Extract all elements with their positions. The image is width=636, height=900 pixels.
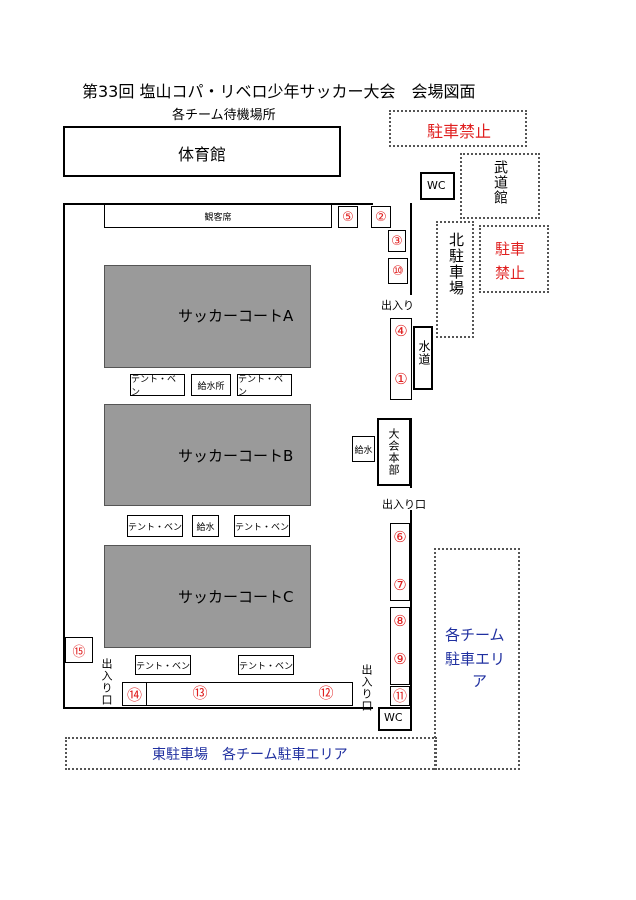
bench-column-east-3 bbox=[390, 607, 410, 685]
soccer-court-a: サッカーコートA bbox=[104, 265, 311, 368]
marker-4: ④ bbox=[394, 322, 408, 340]
tournament-hq-label: 大会本部 bbox=[387, 428, 400, 476]
marker-7: ⑦ bbox=[393, 576, 407, 594]
marker-10: ⑩ bbox=[388, 258, 408, 284]
wc-bottom-label: WC bbox=[384, 711, 403, 724]
water-row-2: 給水 bbox=[192, 515, 219, 537]
tent-bench-1b: テント・ベン bbox=[237, 374, 292, 398]
court-c-label: サッカーコートC bbox=[178, 588, 294, 606]
tent-bench-2a: テント・ベン bbox=[127, 515, 183, 537]
marker-12: ⑫ bbox=[318, 684, 334, 702]
marker-9: ⑨ bbox=[393, 650, 407, 668]
water-hq: 給水 bbox=[352, 436, 375, 462]
marker-5: ⑤ bbox=[338, 206, 358, 228]
field-boundary-right-bottom bbox=[410, 510, 412, 730]
east-parking-label: 東駐車場 各チーム駐車エリア bbox=[152, 747, 348, 763]
team-parking-label-3: ア bbox=[472, 672, 488, 690]
marker-13: ⑬ bbox=[192, 684, 208, 702]
no-parking-side-label-1: 駐車 bbox=[495, 240, 526, 258]
no-parking-side-label-2: 禁止 bbox=[495, 264, 526, 282]
marker-2: ② bbox=[371, 206, 391, 228]
court-a-label: サッカーコートA bbox=[178, 307, 294, 325]
spectator-seats: 観客席 bbox=[104, 204, 332, 228]
gym-building bbox=[63, 126, 341, 177]
budokan-building bbox=[460, 153, 540, 219]
gym-label: 体育館 bbox=[178, 145, 227, 164]
waiting-area-label: 各チーム待機場所 bbox=[172, 108, 276, 123]
water-station: 給水所 bbox=[191, 374, 231, 396]
marker-8: ⑧ bbox=[393, 612, 407, 630]
marker-11: ⑪ bbox=[390, 686, 410, 706]
tournament-hq bbox=[377, 418, 411, 486]
wc-top-label: WC bbox=[427, 179, 446, 192]
marker-3: ③ bbox=[388, 230, 406, 252]
team-parking-area bbox=[434, 548, 520, 770]
soccer-court-b: サッカーコートB bbox=[104, 404, 311, 506]
entrance-label-north: 出入り bbox=[381, 299, 414, 312]
field-boundary-bottom bbox=[63, 707, 373, 709]
water-tap-label: 水道 bbox=[417, 340, 431, 366]
field-boundary-right-mid bbox=[410, 418, 412, 488]
court-b-label: サッカーコートB bbox=[178, 447, 294, 465]
field-boundary-left bbox=[63, 203, 65, 707]
no-parking-zone-side bbox=[479, 225, 549, 293]
tent-bench-3a: テント・ベン bbox=[135, 655, 191, 675]
marker-6: ⑥ bbox=[393, 528, 407, 546]
page-title: 第33回 塩山コパ・リベロ少年サッカー大会 会場図面 bbox=[82, 82, 476, 101]
marker-14: ⑭ bbox=[122, 682, 147, 706]
entrance-label-southwest: 出入り口 bbox=[100, 658, 113, 706]
tent-bench-1a: テント・ベン bbox=[130, 374, 185, 398]
water-tap bbox=[413, 326, 433, 390]
no-parking-zone-top bbox=[389, 110, 527, 147]
entrance-label-southeast: 出入り口 bbox=[360, 664, 373, 712]
north-parking-label: 北駐車場 bbox=[447, 232, 465, 296]
soccer-court-c: サッカーコートC bbox=[104, 545, 311, 648]
tent-bench-3b: テント・ベン bbox=[238, 655, 294, 675]
budokan-label: 武道館 bbox=[492, 160, 508, 205]
bench-row-south bbox=[122, 682, 353, 706]
no-parking-top-label: 駐車禁止 bbox=[427, 122, 492, 141]
field-boundary-right-top bbox=[410, 203, 412, 295]
wc-bottom bbox=[378, 707, 412, 731]
bench-column-east-1 bbox=[390, 318, 412, 400]
tent-bench-2b: テント・ベン bbox=[234, 515, 290, 537]
east-parking bbox=[65, 737, 437, 770]
bench-column-east-2 bbox=[390, 523, 410, 601]
wc-top bbox=[420, 172, 455, 200]
north-parking bbox=[436, 221, 474, 338]
team-parking-label-2: 駐車エリ bbox=[445, 650, 506, 668]
team-parking-label-1: 各チーム bbox=[445, 626, 505, 644]
entrance-label-east: 出入り口 bbox=[382, 498, 426, 511]
marker-1: ① bbox=[394, 370, 408, 388]
marker-15: ⑮ bbox=[65, 637, 93, 663]
